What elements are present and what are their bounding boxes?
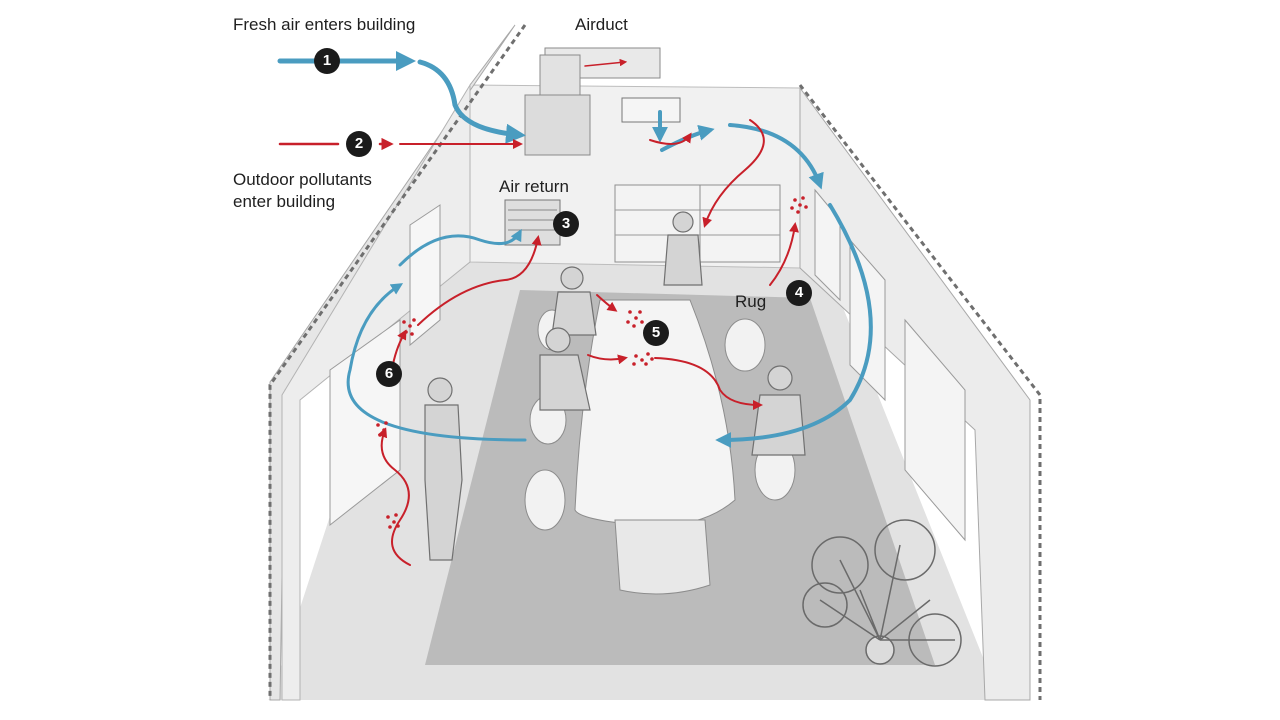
wall-panel-right-2 [849, 238, 886, 402]
person-seated-left-1 [551, 266, 597, 336]
label-air-return: Air return [499, 177, 569, 196]
particles-floor-1 [376, 421, 388, 437]
pollutant-to-right-person [654, 357, 763, 410]
table-base [614, 519, 711, 595]
person-seated-left-2 [539, 327, 591, 411]
right-wall [799, 86, 1031, 701]
person-standing-window [424, 377, 463, 561]
label-outdoor-pollutants-2: enter building [233, 192, 336, 211]
person-seated-right [751, 365, 806, 456]
pollutant-vent-swirl [649, 132, 692, 145]
particles-floor-2 [386, 513, 400, 529]
pollutant-floor-swirl [377, 427, 411, 566]
air-handler [524, 94, 591, 156]
furniture [524, 184, 962, 667]
particles-people-1 [626, 310, 644, 328]
badge-6: 6 [376, 361, 402, 387]
person-standing-back [663, 211, 703, 286]
shelf-right [699, 184, 781, 263]
fresh-air-room-loop [728, 123, 824, 190]
particles-window [402, 318, 416, 336]
particles-shelf [790, 196, 808, 214]
air-return-loop [398, 228, 522, 267]
label-fresh-air: Fresh air enters building [233, 15, 416, 34]
fresh-air-arrow-into-building [417, 59, 526, 144]
pollutant-to-return [417, 235, 542, 326]
label-airduct: Airduct [575, 15, 628, 34]
air-to-return [346, 283, 527, 442]
right-wall-top-edge [798, 84, 1042, 700]
plant [802, 519, 962, 667]
people [424, 211, 806, 561]
wall-panel-right-3 [904, 318, 966, 542]
badge-5: 5 [643, 320, 669, 346]
pollutant-particles [376, 196, 808, 529]
pollutant-to-person [702, 119, 765, 228]
particles-people-2 [632, 352, 654, 366]
pollutant-flow [278, 58, 799, 566]
fresh-air-flow [277, 51, 873, 448]
window-left-1 [409, 204, 441, 347]
badge-4: 4 [786, 280, 812, 306]
label-outdoor-pollutants-1: Outdoor pollutants [233, 170, 372, 189]
label-rug: Rug [735, 292, 767, 311]
ceiling-vent [621, 97, 681, 123]
pollutant-duct [584, 58, 628, 67]
badge-3: 3 [553, 211, 579, 237]
fresh-air-to-table [715, 203, 873, 448]
pollutant-people-2 [587, 354, 628, 365]
pollutant-people-1 [596, 294, 618, 312]
pollutant-from-rug [769, 222, 799, 286]
airduct [504, 47, 681, 246]
badge-2: 2 [346, 131, 372, 157]
badge-1: 1 [314, 48, 340, 74]
